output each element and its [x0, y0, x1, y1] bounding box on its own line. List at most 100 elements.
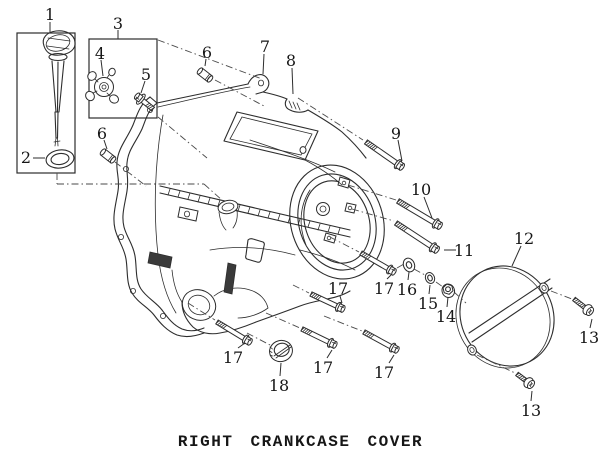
part-callout-18: 18 [269, 362, 289, 395]
nut-14 [441, 283, 456, 298]
leader-dash [413, 268, 426, 276]
part-number-label: 17 [223, 348, 243, 367]
callout-leader-line [237, 342, 246, 349]
oil-dipstick [42, 30, 76, 147]
leader-dash [246, 332, 273, 347]
callout-leader-line [140, 80, 146, 94]
part-number-label: 4 [95, 44, 105, 63]
part-callout-5: 5 [140, 65, 151, 94]
leader-dash [214, 79, 265, 107]
dowel-pin-6-upper [196, 67, 214, 83]
callout-leader-line [279, 362, 282, 377]
leader-dash [114, 161, 147, 187]
part-number-label: 11 [454, 241, 474, 260]
part-callout-2: 2 [21, 148, 45, 167]
plug-18 [269, 339, 293, 363]
part-number-label: 1 [45, 5, 55, 24]
leader-dash [435, 281, 444, 288]
washer-15 [424, 272, 436, 284]
bolt-17-c [359, 250, 397, 276]
screw-13-a [572, 296, 595, 316]
callout-leader-line [103, 139, 108, 150]
part-number-label: 6 [202, 43, 212, 62]
washer-16 [402, 257, 416, 273]
part-number-label: 17 [313, 358, 333, 377]
leader-dash [550, 290, 573, 300]
dowel-pin-6-lower [99, 148, 117, 164]
oil-pump-joint-4 [85, 67, 119, 104]
bolt-9 [363, 139, 406, 171]
bolt-17-d [300, 326, 338, 349]
part-callout-12: 12 [511, 229, 534, 267]
callout-leader-line [446, 296, 449, 308]
part-callout-13: 13 [521, 390, 541, 420]
bolt-17-b [309, 291, 346, 313]
bolt-10 [396, 198, 443, 230]
part-number-label: 18 [269, 376, 289, 395]
callout-leader-line [428, 284, 431, 295]
leader-dash-lines [56, 39, 573, 374]
part-callout-7: 7 [260, 37, 270, 75]
part-number-label: 7 [260, 37, 270, 56]
part-callout-6: 6 [97, 124, 108, 150]
part-callout-11: 11 [444, 241, 474, 260]
part-number-label: 12 [514, 229, 534, 248]
part-callout-17: 17 [223, 342, 246, 367]
part-callout-15: 15 [418, 284, 438, 313]
part-callout-1: 1 [45, 5, 55, 33]
callout-leader-line [511, 245, 522, 267]
leader-dash [347, 184, 397, 201]
callout-leader-line [262, 53, 265, 75]
callout-leader-line [589, 318, 593, 329]
part-callout-4: 4 [95, 44, 105, 77]
part-number-label: 13 [521, 401, 541, 420]
part-callout-6: 6 [202, 43, 212, 67]
leader-dash [292, 284, 310, 294]
inset-box-1-frame [16, 32, 76, 174]
leader-dash [157, 39, 263, 80]
leader-dash [476, 354, 516, 374]
part-callout-3: 3 [113, 14, 123, 39]
leader-dash [329, 236, 360, 253]
callout-leader-line [386, 274, 392, 280]
part-callout-17: 17 [374, 354, 395, 382]
callout-leader-line [407, 271, 410, 281]
part-number-label: 10 [411, 180, 431, 199]
bolt-17-a [215, 319, 253, 346]
part-number-label: 17 [374, 279, 394, 298]
part-callout-10: 10 [411, 180, 433, 219]
leader-dash [203, 183, 224, 202]
part-number-label: 17 [328, 279, 348, 298]
leader-dash [323, 315, 363, 332]
part-callout-17: 17 [328, 279, 348, 304]
part-number-label: 9 [391, 124, 401, 143]
screw-13-b [515, 371, 536, 390]
leader-dash [297, 97, 364, 141]
sensor-bolt-5 [133, 92, 156, 112]
hardware-parts [45, 67, 595, 390]
part-callout-13: 13 [579, 318, 599, 347]
leader-dash [157, 116, 208, 159]
inset-box-pump [85, 38, 158, 119]
part-number-label: 15 [418, 294, 438, 313]
callout-leader-line [530, 390, 533, 402]
part-callout-17: 17 [374, 274, 394, 298]
part-number-label: 17 [374, 363, 394, 382]
part-callout-16: 16 [397, 271, 417, 299]
callout-leader-line [291, 67, 294, 95]
part-number-label: 14 [436, 307, 456, 326]
callout-leader-line [388, 354, 395, 364]
callout-leader-line [204, 58, 207, 67]
callout-leader-line [423, 196, 433, 219]
callout-leader-line [326, 349, 333, 359]
part-number-label: 8 [286, 51, 296, 70]
leader-dash [265, 312, 301, 329]
part-number-label: 16 [397, 280, 417, 299]
crankcase-cover [113, 74, 385, 338]
part-number-label: 5 [141, 65, 151, 84]
leader-dash [453, 291, 467, 304]
part-callout-8: 8 [286, 51, 296, 95]
